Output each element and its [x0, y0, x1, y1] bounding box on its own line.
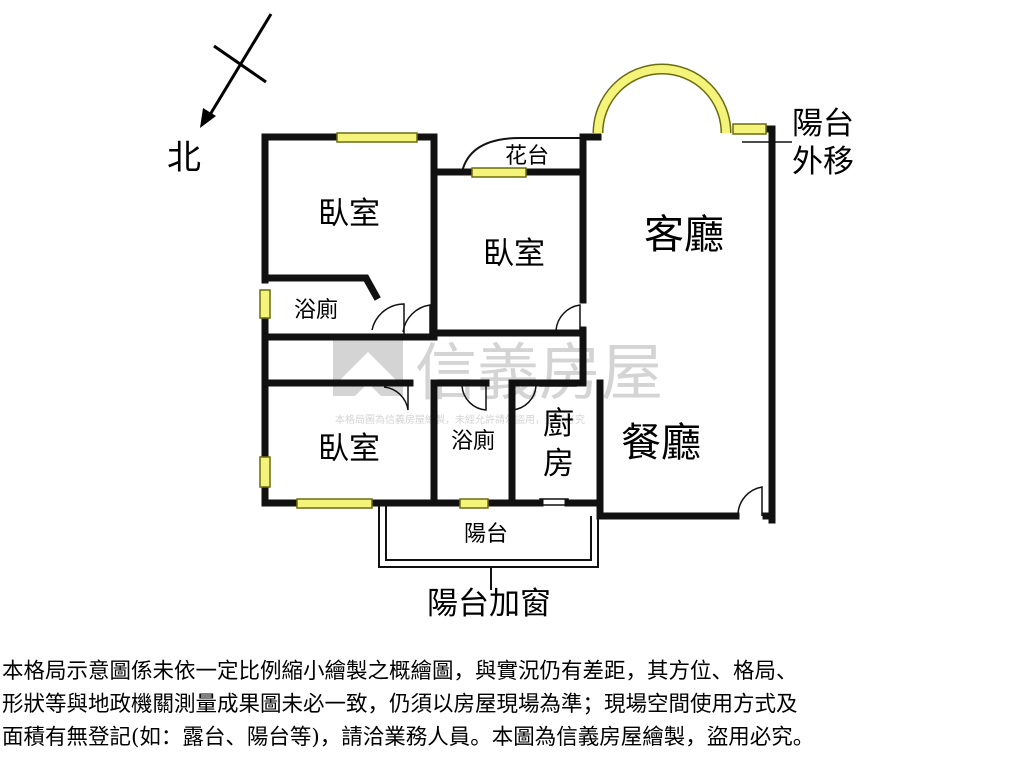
disclaimer-line-2: 形狀等與地政機關測量成果圖未必一致，仍須以房屋現場為準；現場空間使用方式及: [2, 692, 798, 717]
bay-window: [592, 63, 732, 134]
windows: [259, 123, 767, 509]
window-bedroom-bottom: [296, 498, 373, 509]
room-kitchen-line1: 廚: [543, 406, 574, 442]
door-bedroom-bottom: [383, 383, 409, 411]
house-logo-icon: [333, 340, 403, 396]
planter-arc: [461, 137, 583, 173]
room-planter: 花台: [505, 144, 549, 169]
door-bath-center: [461, 383, 487, 411]
room-bedroom-top-left: 臥室: [318, 196, 380, 232]
note-balcony-moved-line2: 外移: [792, 144, 854, 180]
disclaimer: 本格局示意圖係未依一定比例縮小繪製之概繪圖，與實況仍有差距，其方位、格局、 形狀…: [2, 655, 1022, 754]
note-balcony-enclosed: 陽台加窗: [427, 586, 551, 622]
watermark: 信義房屋 本格局圖為信義房屋繪製，未經允許請勿盜用，違者必究: [333, 336, 663, 426]
room-bathroom-left: 浴廁: [294, 298, 338, 323]
room-kitchen-line2: 房: [543, 446, 574, 482]
disclaimer-line-3: 面積有無登記(如：露台、陽台等)，請洽業務人員。本圖為信義房屋繪製，盜用必究。: [2, 725, 815, 750]
door-bedroom-middle: [555, 304, 581, 333]
room-balcony: 陽台: [464, 522, 508, 547]
room-bathroom-center: 浴廁: [451, 429, 495, 454]
room-bedroom-middle: 臥室: [483, 236, 545, 272]
balcony-outline: [378, 503, 599, 590]
north-arrow-icon: [200, 13, 273, 128]
disclaimer-line-1: 本格局示意圖係未依一定比例縮小繪製之概繪圖，與實況仍有差距，其方位、格局、: [2, 659, 798, 684]
window-middle: [471, 167, 527, 178]
note-balcony-moved-line1: 陽台: [792, 106, 854, 142]
door-kitchen: [511, 383, 537, 411]
window-living-top: [732, 123, 767, 135]
window-top-left: [336, 132, 418, 143]
sliding-doors: [539, 380, 577, 506]
room-dining: 餐廳: [621, 420, 701, 466]
door-bath-left: [371, 303, 405, 337]
door-bedroom-top-left: [402, 304, 431, 337]
room-living: 客廳: [644, 212, 724, 258]
doors: [371, 303, 763, 516]
watermark-brand: 信義房屋: [415, 336, 663, 409]
window-bedroom-bottom-left: [259, 456, 271, 488]
window-bath-left: [259, 289, 271, 319]
door-entry: [737, 486, 763, 516]
compass-label: 北: [167, 138, 201, 178]
window-bath-center: [459, 498, 489, 509]
room-bedroom-bottom-left: 臥室: [318, 431, 380, 467]
watermark-small-text: 本格局圖為信義房屋繪製，未經允許請勿盜用，違者必究: [335, 413, 585, 426]
